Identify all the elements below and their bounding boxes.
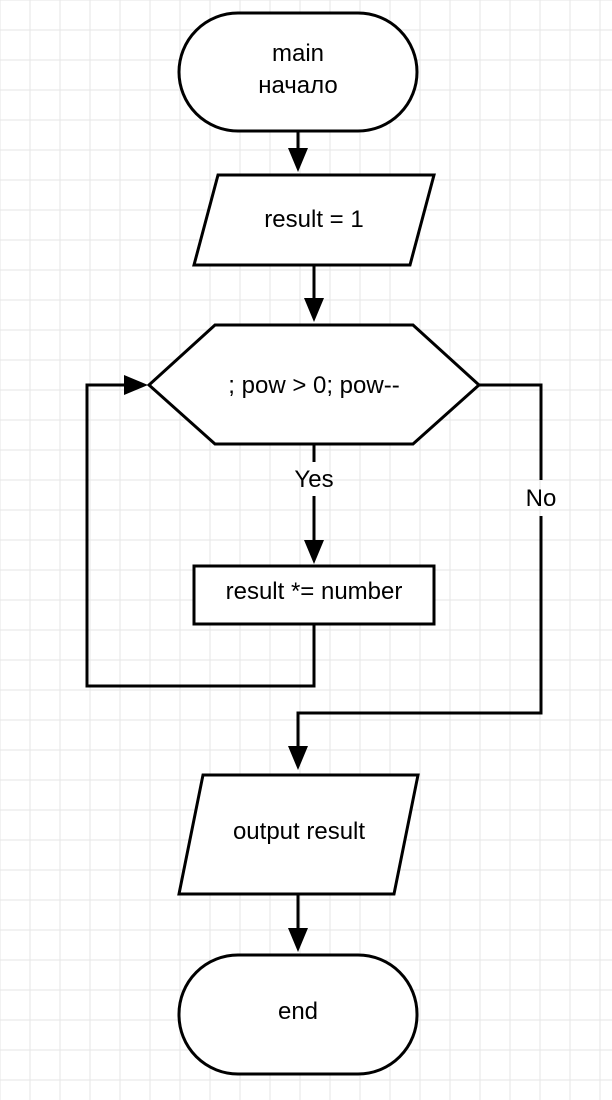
arrowhead-icon [288,928,308,952]
output-label: output result [233,818,365,845]
loop-node[interactable]: ; pow > 0; pow-- [146,323,482,446]
body-node[interactable]: result *= number [192,564,436,626]
edge-loop-to-body-yes: Yes [294,444,334,564]
output-node[interactable]: output result [177,773,420,896]
yes-label: Yes [294,466,333,493]
arrowhead-icon [304,298,324,322]
no-label: No [526,485,557,512]
arrowhead-icon [304,540,324,564]
start-node[interactable]: main начало [177,11,419,133]
loop-hexagon-shape [146,323,482,446]
end-terminator-shape [177,953,419,1076]
edge-start-to-init [288,131,308,172]
arrowhead-icon [124,375,148,395]
init-node[interactable]: result = 1 [192,173,436,267]
arrowhead-icon [288,148,308,172]
edge-body-loopback [85,375,316,688]
body-label: result *= number [226,578,403,605]
edge-init-to-loop [304,265,324,322]
arrowhead-icon [288,746,308,770]
end-label: end [278,998,318,1025]
loop-label: ; pow > 0; pow-- [228,372,399,399]
output-parallelogram-shape [177,773,420,896]
edge-loop-to-output-no: No [288,383,557,770]
init-parallelogram-shape [192,173,436,267]
start-subtitle: начало [258,72,338,99]
end-node[interactable]: end [177,953,419,1076]
edge-output-to-end [288,894,308,952]
init-label: result = 1 [264,206,363,233]
start-title: main [272,40,324,67]
